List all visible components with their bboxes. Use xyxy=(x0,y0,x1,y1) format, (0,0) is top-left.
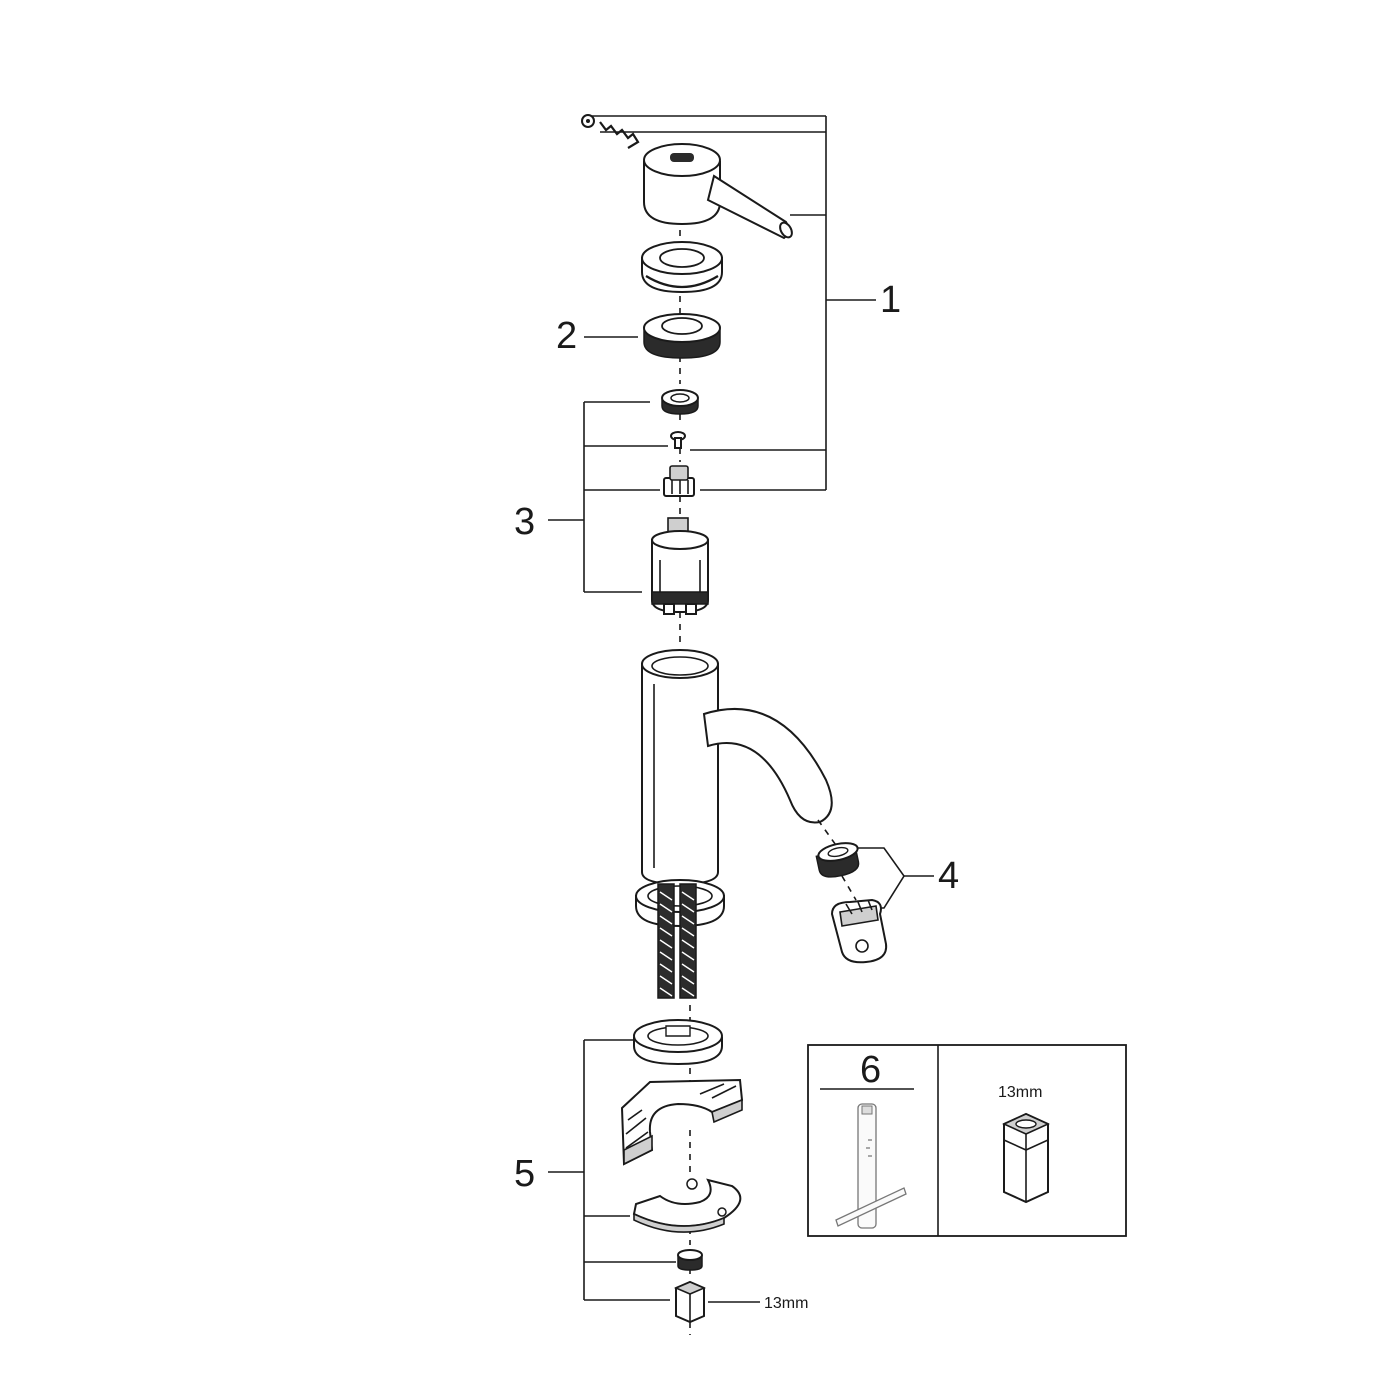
nut-size-label-bottom: 13mm xyxy=(764,1295,808,1312)
grub-screw xyxy=(581,114,595,128)
faucet-body xyxy=(641,649,833,886)
countertop-section xyxy=(620,1078,744,1166)
bracket-group-5 xyxy=(548,1039,676,1301)
assembly-axis xyxy=(679,230,691,1335)
horseshoe-washer xyxy=(632,1178,742,1233)
bracket-group-4 xyxy=(858,847,934,909)
socket-13mm-icon xyxy=(1002,1112,1050,1204)
tool-box xyxy=(807,1044,1127,1237)
spring xyxy=(599,121,640,149)
callout-2: 2 xyxy=(556,315,577,357)
small-nut xyxy=(677,1249,703,1271)
part-2-nut xyxy=(584,313,721,359)
callout-6: 6 xyxy=(860,1049,881,1091)
nut-size-label-box: 13mm xyxy=(998,1084,1042,1101)
cartridge xyxy=(651,517,709,615)
tiny-screw xyxy=(670,431,686,449)
aerator-insert xyxy=(815,842,860,878)
bracket-group-1 xyxy=(592,115,876,491)
hex-nut-13mm xyxy=(673,1280,760,1324)
callout-3: 3 xyxy=(514,501,535,543)
aerator-key xyxy=(830,898,888,964)
aerator-axis xyxy=(817,819,839,849)
adapter xyxy=(663,465,695,497)
small-ring xyxy=(661,389,699,415)
callout-5: 5 xyxy=(514,1153,535,1195)
lever-handle xyxy=(643,143,793,240)
flexible-hoses xyxy=(657,883,697,999)
bracket-group-3 xyxy=(548,401,668,593)
aerator-axis-2 xyxy=(841,875,857,901)
callout-4: 4 xyxy=(938,855,959,897)
mounting-ring xyxy=(633,1019,723,1066)
box-spanner-tool xyxy=(835,1103,907,1229)
callout-1: 1 xyxy=(880,279,901,321)
cover-ring xyxy=(641,241,723,294)
